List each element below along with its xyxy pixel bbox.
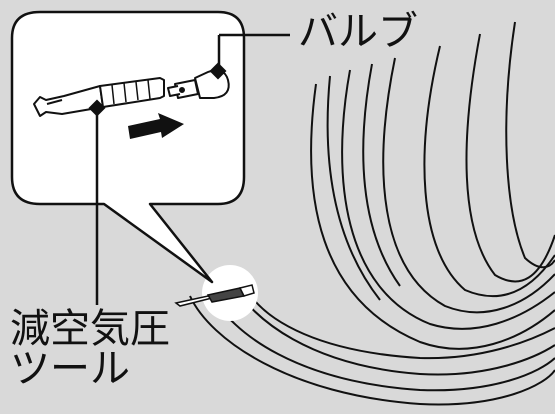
tool-label-line1: 減空気圧: [10, 306, 170, 352]
tool-small-icon: [174, 284, 255, 307]
callout-box: [10, 10, 246, 284]
tool-label-line2: ツール: [10, 346, 130, 392]
tool-leader-line: [88, 99, 106, 305]
valve-leader-line: [209, 33, 290, 80]
valve-label: バルブ: [298, 9, 418, 55]
tool-large-icon: [33, 77, 165, 117]
push-arrow-icon: [128, 113, 184, 139]
tire-tread: [189, 21, 555, 406]
